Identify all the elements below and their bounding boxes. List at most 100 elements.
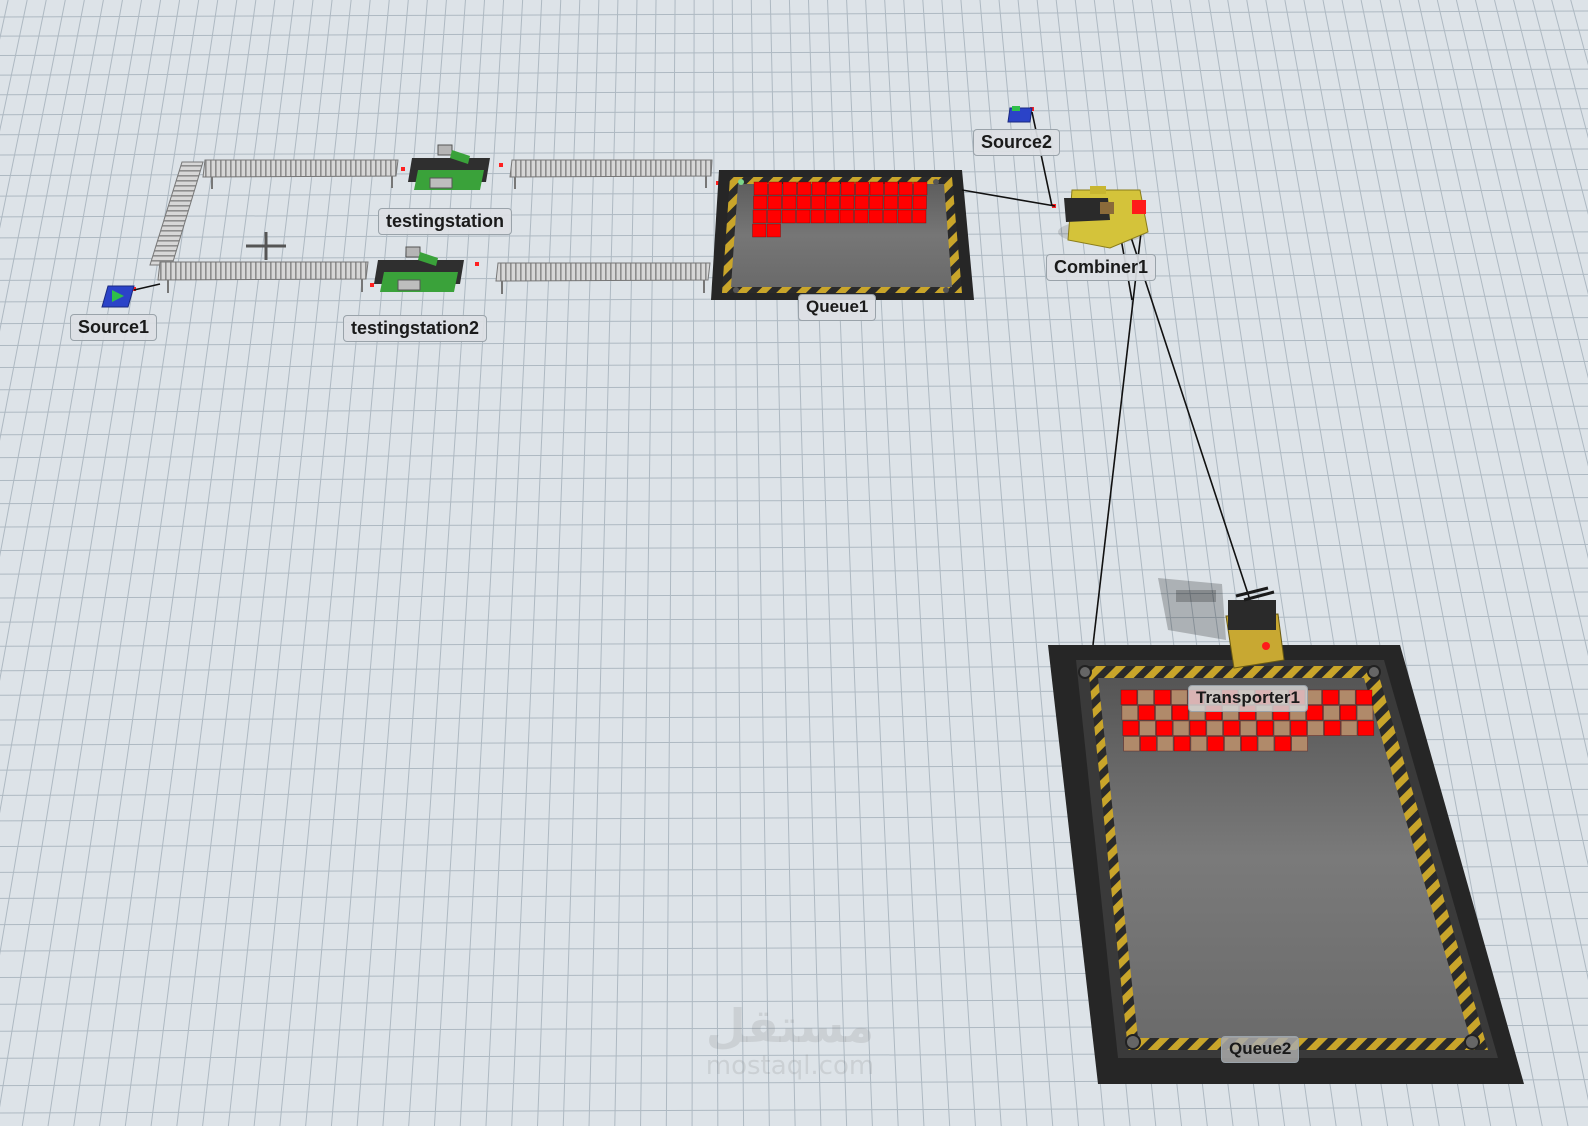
queue-item bbox=[1291, 736, 1308, 752]
grid-line bbox=[99, 0, 257, 1126]
watermark-logo: مستقل mostaql.com bbox=[690, 1000, 890, 1080]
queue-item bbox=[796, 195, 811, 210]
queue-item bbox=[883, 195, 898, 210]
source2[interactable] bbox=[1007, 106, 1033, 123]
queue-item bbox=[1323, 705, 1340, 721]
transporter1[interactable] bbox=[1158, 578, 1285, 669]
queue-item bbox=[840, 181, 855, 196]
grid-line bbox=[485, 0, 543, 1126]
grid-line bbox=[614, 0, 638, 1126]
queue-item bbox=[884, 181, 899, 196]
grid-line bbox=[0, 591, 1588, 599]
queue-item bbox=[766, 223, 781, 238]
label-queue2: Queue2 bbox=[1221, 1036, 1300, 1063]
grid-line bbox=[0, 615, 1588, 623]
grid-line bbox=[537, 0, 581, 1126]
grid-line bbox=[0, 361, 1588, 369]
queue-item bbox=[913, 181, 928, 196]
queue-item bbox=[855, 181, 870, 196]
grid-line bbox=[1417, 0, 1588, 759]
grid-line bbox=[1551, 0, 1588, 139]
conveyor-top-left[interactable] bbox=[202, 159, 399, 189]
grid-line bbox=[0, 338, 1588, 346]
grid-line bbox=[1341, 0, 1569, 1126]
grid-line bbox=[0, 68, 1588, 76]
grid-line bbox=[0, 497, 1588, 505]
grid-line bbox=[827, 0, 873, 1126]
grid-line bbox=[1322, 0, 1543, 1126]
grid-line bbox=[0, 567, 1588, 575]
grid-line bbox=[691, 0, 695, 1126]
queue-item bbox=[811, 195, 826, 210]
grid-line bbox=[0, 544, 1588, 551]
grid-line bbox=[1360, 0, 1588, 1101]
queue-item bbox=[1122, 720, 1139, 736]
grid-line bbox=[0, 88, 1588, 96]
grid-line bbox=[0, 0, 28, 132]
grid-line bbox=[382, 0, 466, 1126]
source1[interactable] bbox=[101, 283, 161, 308]
queue-item bbox=[883, 209, 898, 224]
conveyor-bottom-left[interactable] bbox=[157, 261, 369, 293]
grid-line bbox=[0, 383, 1588, 391]
grid-line bbox=[0, 0, 85, 441]
label-testingstation: testingstation bbox=[378, 208, 513, 235]
queue-item bbox=[854, 209, 869, 224]
queue-item bbox=[897, 209, 912, 224]
queue1-items bbox=[752, 181, 928, 238]
grid-line bbox=[408, 0, 486, 1126]
queue-item bbox=[840, 195, 855, 210]
grid-line bbox=[0, 317, 1588, 325]
queue-item bbox=[1207, 736, 1224, 752]
queue-item bbox=[1274, 736, 1292, 752]
queue2[interactable] bbox=[1048, 645, 1524, 1084]
grid-line bbox=[511, 0, 562, 1126]
queue-item bbox=[1305, 689, 1322, 705]
queue-item bbox=[1356, 705, 1374, 721]
grid-line bbox=[279, 0, 390, 1126]
queue-item bbox=[1224, 736, 1241, 752]
grid-line bbox=[459, 0, 524, 1126]
queue-item bbox=[1223, 720, 1240, 736]
queue-item bbox=[869, 195, 884, 210]
grid-line bbox=[712, 0, 719, 1126]
grid-line bbox=[1532, 0, 1588, 215]
grid-line bbox=[0, 0, 123, 682]
queue-item bbox=[1257, 736, 1275, 752]
grid-line bbox=[562, 0, 600, 1126]
grid-line bbox=[1455, 0, 1588, 559]
queue-item bbox=[1256, 720, 1274, 736]
grid-line bbox=[176, 0, 314, 1126]
conveyor-top-right[interactable] bbox=[509, 159, 713, 189]
grid-line bbox=[846, 0, 899, 1126]
grid-line bbox=[433, 0, 505, 1126]
queue-item bbox=[1324, 720, 1341, 736]
grid-line bbox=[0, 0, 66, 332]
label-testingstation2: testingstation2 bbox=[343, 315, 488, 342]
combiner1[interactable] bbox=[1058, 186, 1149, 249]
processor-testingstation[interactable] bbox=[408, 144, 490, 190]
queue-item bbox=[768, 181, 783, 196]
grid-line bbox=[588, 0, 619, 1126]
queue-item bbox=[1120, 689, 1138, 705]
queue-item bbox=[1340, 705, 1357, 721]
grid-line bbox=[356, 0, 447, 1126]
queue-item bbox=[1140, 736, 1157, 752]
grid-line bbox=[0, 0, 104, 558]
grid-line bbox=[150, 0, 295, 1126]
watermark-logo-text: مستقل bbox=[705, 999, 875, 1053]
conveyor-left-vertical[interactable] bbox=[149, 161, 204, 266]
queue-item bbox=[753, 195, 768, 210]
grid-line bbox=[0, 1106, 1588, 1114]
queue1[interactable] bbox=[711, 170, 974, 300]
label-source2: Source2 bbox=[973, 129, 1061, 156]
grid-line bbox=[1513, 0, 1588, 295]
conveyor-bottom-right[interactable] bbox=[495, 262, 711, 294]
grid-line bbox=[0, 405, 1588, 413]
queue-item bbox=[1172, 720, 1190, 736]
grid-line bbox=[0, 49, 1588, 57]
processor-testingstation2[interactable] bbox=[374, 246, 464, 292]
queue-item bbox=[1121, 705, 1139, 721]
queue-item bbox=[1157, 736, 1174, 752]
